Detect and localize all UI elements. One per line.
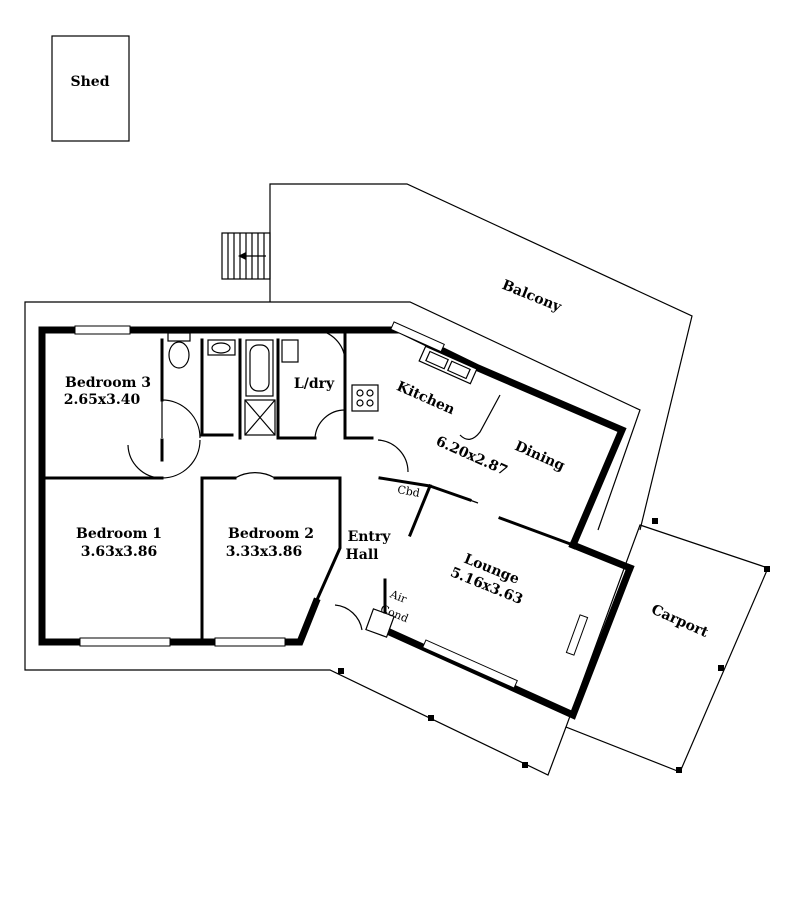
laundry-label: L/dry (294, 376, 335, 392)
window (422, 639, 518, 689)
post (676, 767, 682, 773)
entry-hall-label-line1: Entry (348, 529, 392, 545)
shed-outline (51, 35, 130, 142)
air-cond-label-line1: Air (387, 587, 409, 606)
window (79, 637, 171, 647)
door-swing (234, 472, 276, 479)
balcony-label: Balcony (500, 277, 565, 316)
laundry-tub-icon (281, 339, 299, 363)
window (565, 614, 589, 656)
door-swing (161, 399, 201, 439)
exterior-wall-top (38, 326, 627, 550)
post (338, 668, 344, 674)
sliding-door (441, 489, 479, 504)
exterior-wall-west-south (38, 326, 321, 646)
deck-outline (24, 301, 567, 776)
toilet-icon (167, 332, 191, 369)
post (718, 665, 724, 671)
bedroom3-size: 2.65x3.40 (64, 392, 141, 408)
carport-label: Carport (649, 602, 711, 641)
bedroom1-size: 3.63x3.86 (81, 544, 158, 560)
door-swing (314, 329, 346, 361)
sink-icon (418, 345, 478, 385)
post (652, 518, 658, 524)
stairs (221, 232, 271, 280)
shed-label: Shed (71, 74, 110, 90)
stove-icon (351, 384, 379, 412)
deck-edge (270, 301, 641, 531)
cupboard-label: Cbd (396, 483, 420, 500)
kitchen-label: Kitchen (394, 378, 457, 418)
dining-label: Dining (512, 438, 567, 474)
window (390, 321, 445, 353)
door-swing (314, 409, 346, 439)
post (764, 566, 770, 572)
post (522, 762, 528, 768)
bedroom2-label: Bedroom 2 (228, 526, 314, 542)
kitchen-bench (459, 394, 501, 440)
door-swing (127, 444, 163, 479)
shed: Shed (51, 35, 130, 142)
window (74, 325, 131, 335)
post (428, 715, 434, 721)
dining-lounge-wall (498, 516, 575, 547)
bedroom2-size: 3.33x3.86 (226, 544, 303, 560)
lounge-wall-east (568, 540, 635, 573)
cupboard-wall (378, 476, 432, 488)
balcony-outline (269, 183, 693, 531)
window (214, 637, 286, 647)
bedroom3-label: Bedroom 3 (65, 375, 151, 391)
door-swing (377, 439, 409, 473)
wall-bed2-east (314, 476, 342, 604)
door-swing (334, 604, 363, 631)
air-conditioner-icon (365, 608, 395, 638)
entry-hall-label-line2: Hall (346, 547, 379, 563)
bedroom1-label: Bedroom 1 (76, 526, 162, 542)
kitchen-dining-size: 6.20x2.87 (433, 433, 509, 479)
